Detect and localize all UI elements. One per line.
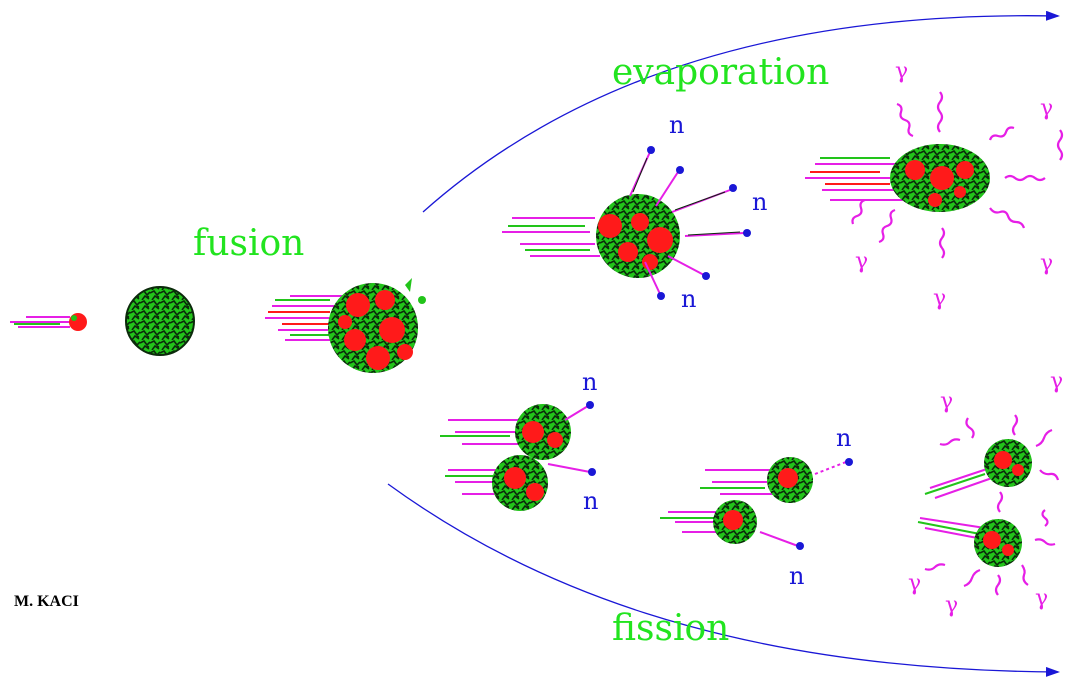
neutron-label: n: [582, 368, 597, 396]
gamma-label: γ: [908, 571, 921, 596]
gamma-label: γ: [1040, 251, 1053, 276]
neutron-label: n: [789, 562, 804, 590]
compound-nucleus: [265, 278, 426, 373]
neutron-label: n: [669, 111, 684, 139]
projectile-nucleus: [10, 313, 87, 331]
fusion-label: fusion: [193, 223, 304, 264]
neutron-label: n: [836, 424, 851, 452]
neutron-label: n: [681, 285, 696, 313]
evaporation-neutrons: [647, 146, 751, 300]
evaporation-label: evaporation: [612, 52, 829, 93]
gamma-label: γ: [940, 389, 953, 414]
evaporation-gamma-rays: [851, 91, 1064, 259]
credit-label: M. KACI: [14, 593, 79, 610]
gamma-label: γ: [855, 249, 868, 274]
gamma-label: γ: [1035, 586, 1048, 611]
gamma-label: γ: [933, 286, 946, 311]
evaporation-residue: [805, 144, 990, 212]
evaporation-neutron-trails: [629, 151, 745, 295]
fission-arrow: [387, 483, 1060, 677]
fission-gamma-rays: [924, 414, 1060, 596]
gamma-label: γ: [1040, 96, 1053, 121]
fission-products: [917, 439, 1032, 567]
fission-fragments-1: [440, 401, 596, 511]
neutron-label: n: [752, 188, 767, 216]
neutron-label: n: [583, 487, 598, 515]
fission-label: fission: [612, 608, 729, 649]
gamma-label: γ: [895, 59, 908, 84]
fission-fragments-2: [660, 457, 853, 550]
gamma-label: γ: [945, 593, 958, 618]
evaporation-nucleus: [502, 194, 680, 278]
target-nucleus: [125, 286, 195, 356]
gamma-label: γ: [1050, 369, 1063, 394]
evaporation-arrow: [422, 10, 1060, 213]
